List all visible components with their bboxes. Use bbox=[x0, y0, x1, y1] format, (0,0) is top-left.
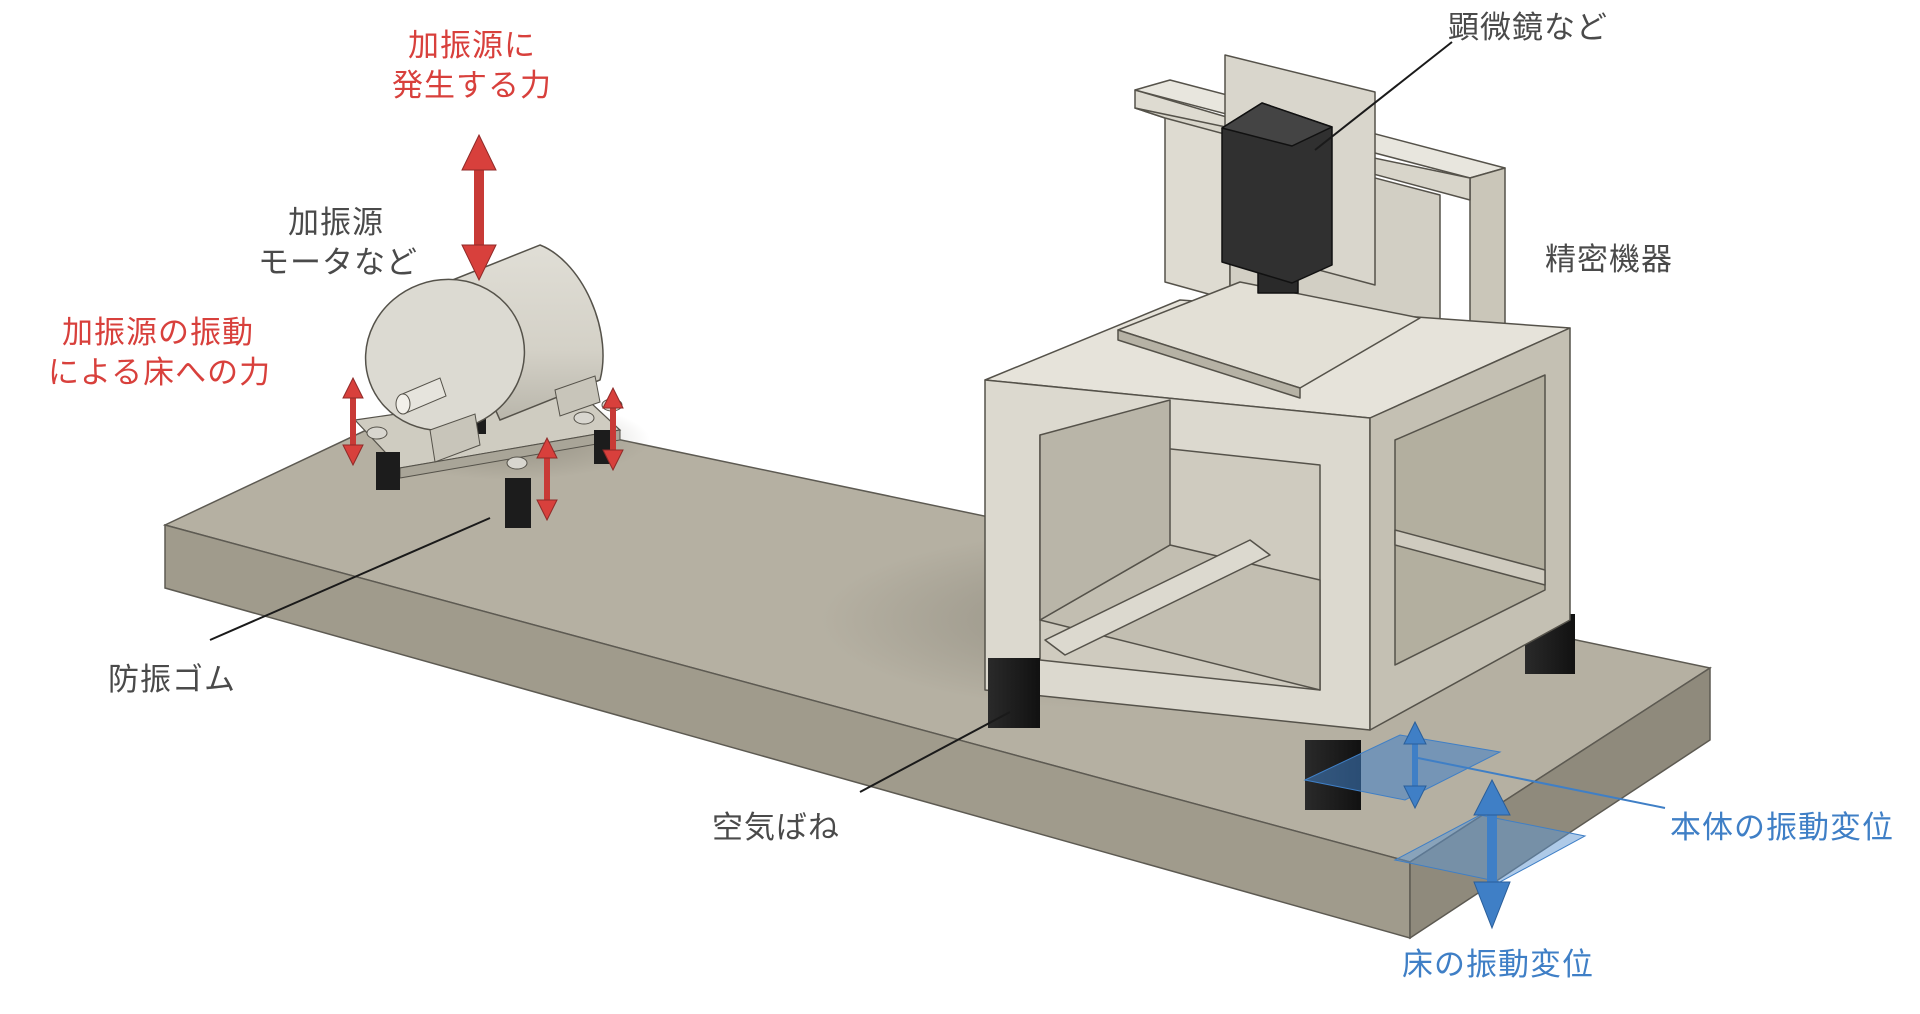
floor-displacement-arrow-icon bbox=[1473, 778, 1511, 930]
precision-instrument bbox=[984, 54, 1575, 810]
motor-foot bbox=[554, 375, 601, 417]
leader-microscope bbox=[1314, 41, 1453, 151]
leader-lines bbox=[209, 41, 1666, 809]
air-spring-label: 空気ばね bbox=[712, 810, 840, 846]
displacement-markers bbox=[1303, 720, 1587, 930]
air-spring-front-left bbox=[988, 658, 1040, 728]
rubber-mount-front-left bbox=[376, 452, 400, 490]
frame-right-opening bbox=[1394, 374, 1546, 666]
leader-air-spring bbox=[859, 711, 1011, 793]
force-arrow-motor-icon bbox=[461, 133, 497, 282]
rubber-mount-front-right bbox=[505, 478, 531, 528]
floor-displacement-label: 床の振動変位 bbox=[1402, 947, 1594, 983]
leader-rubber bbox=[209, 517, 491, 641]
motor-shaft bbox=[395, 377, 447, 415]
body-displacement-label: 本体の振動変位 bbox=[1670, 810, 1894, 846]
force-top-label-line2: 発生する力 bbox=[392, 68, 552, 104]
force-top-label-line1: 加振源に bbox=[408, 28, 536, 64]
floor-force-arrow-icon bbox=[602, 386, 624, 472]
bolt-icon bbox=[573, 411, 595, 425]
floor-force-label-line2: による床への力 bbox=[48, 355, 272, 391]
bolt-icon bbox=[506, 456, 528, 470]
frame-brace bbox=[1044, 539, 1271, 656]
floor-force-arrow-icon bbox=[342, 376, 364, 467]
bolt-icon bbox=[366, 426, 388, 440]
rubber-label: 防振ゴム bbox=[108, 662, 236, 698]
motor-label-line1: 加振源 bbox=[288, 205, 384, 241]
body-displacement-plane bbox=[1303, 734, 1502, 801]
frame-inner-back bbox=[1039, 399, 1171, 621]
motor-foot bbox=[429, 413, 481, 463]
microscope-label: 顕微鏡など bbox=[1448, 10, 1608, 46]
leader-body-disp bbox=[1417, 757, 1666, 809]
force-arrows bbox=[342, 133, 624, 522]
frame-right-brace bbox=[1394, 529, 1546, 586]
floor-force-arrow-icon bbox=[536, 436, 558, 522]
microscope-top bbox=[1221, 102, 1333, 147]
motor-label-line2: モータなど bbox=[258, 245, 418, 281]
body-displacement-arrow-icon bbox=[1403, 720, 1427, 810]
floor-force-label-line1: 加振源の振動 bbox=[62, 315, 254, 351]
precision-instrument-label: 精密機器 bbox=[1545, 242, 1673, 278]
stage-plate-edge bbox=[1117, 329, 1301, 399]
